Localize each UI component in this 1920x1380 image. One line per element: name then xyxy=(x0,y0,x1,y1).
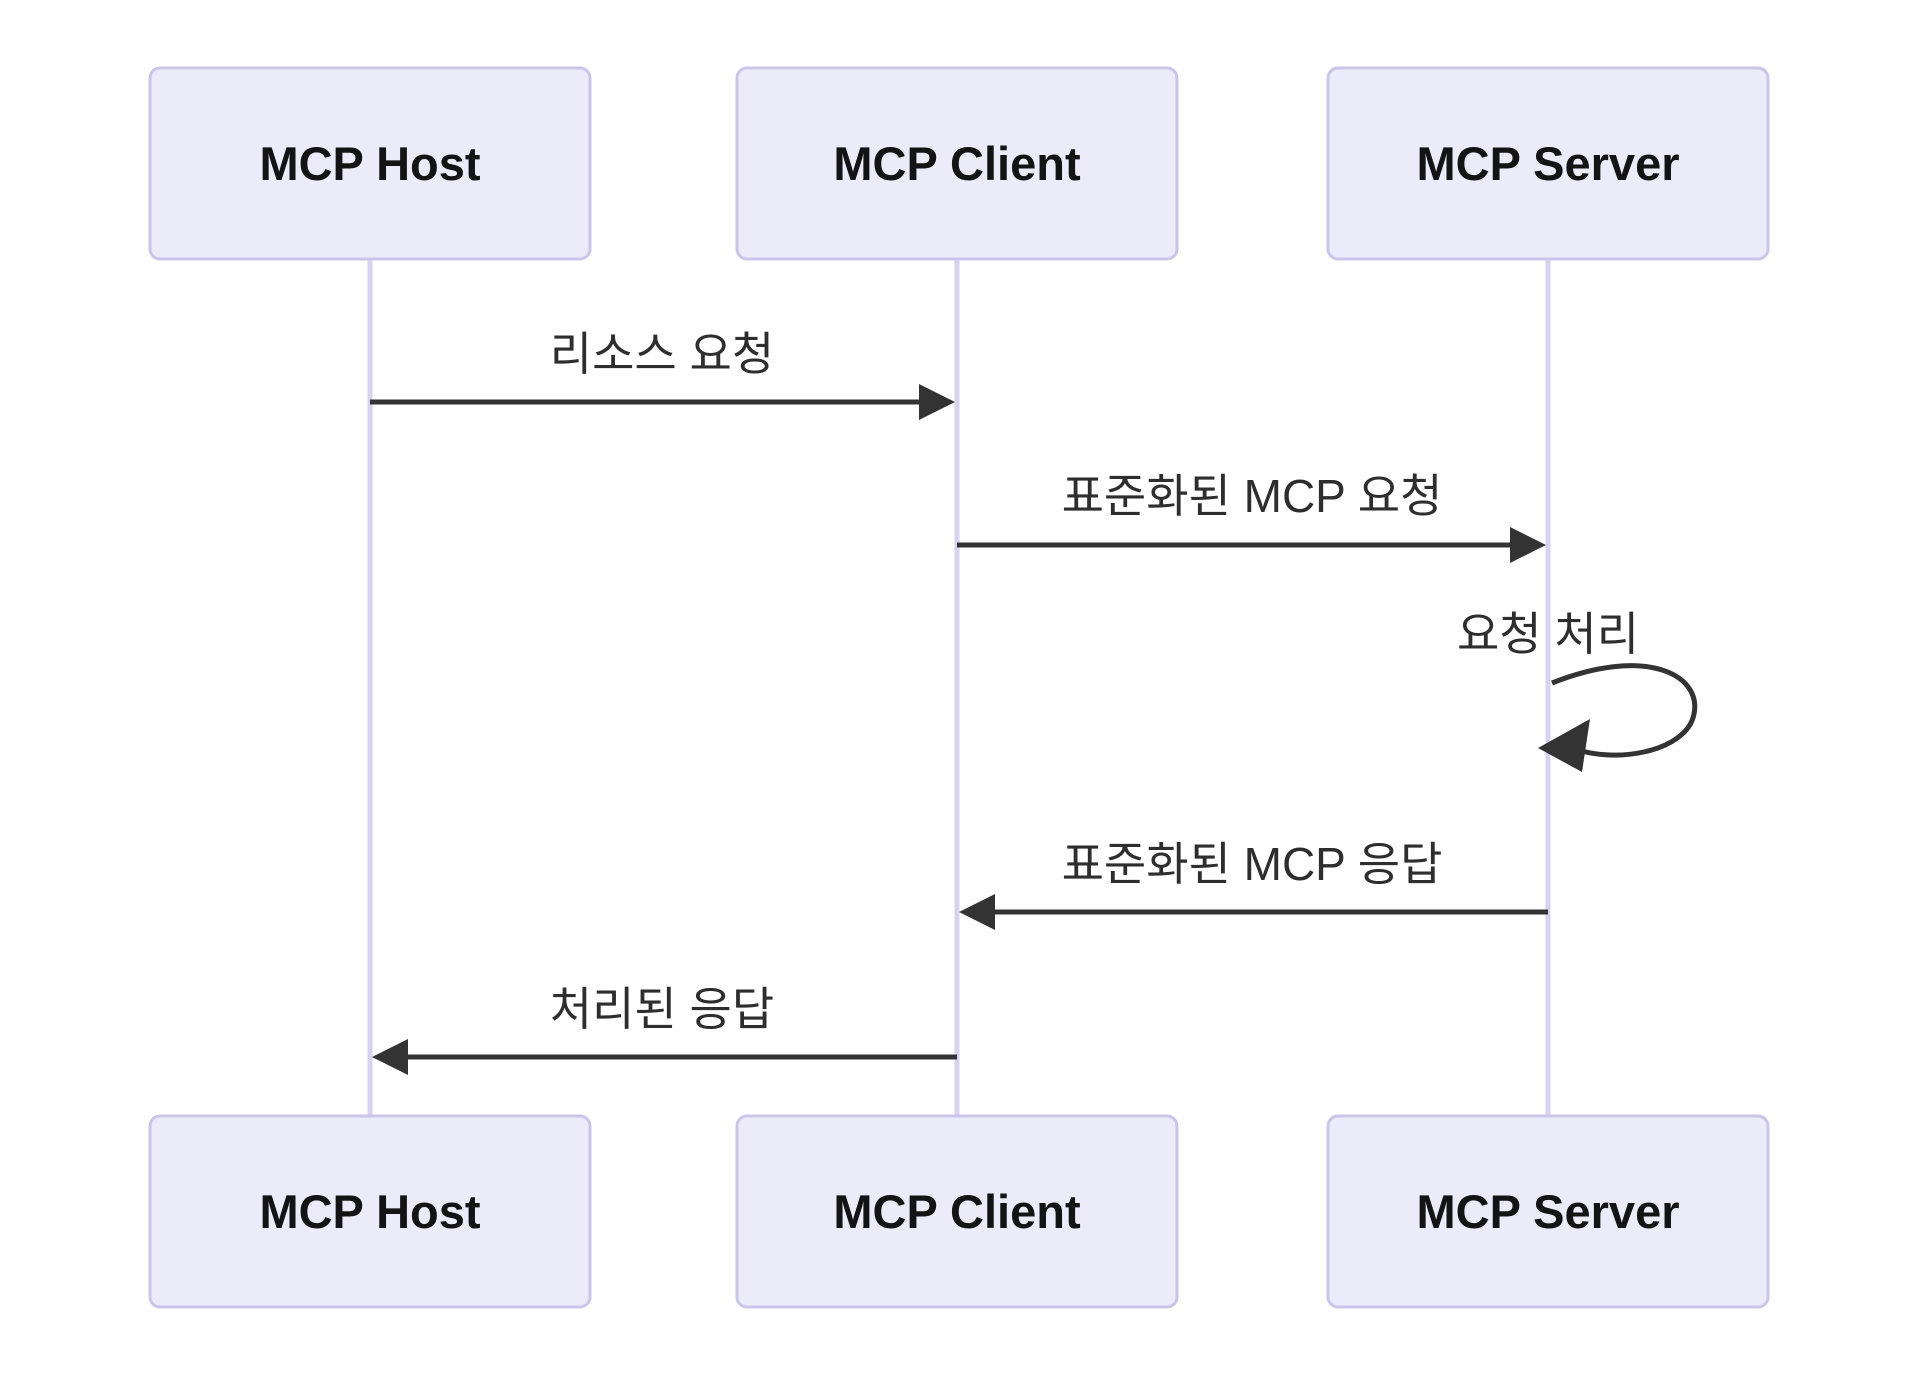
actor-mcp-host-top: MCP Host xyxy=(148,66,592,261)
actor-label: MCP Host xyxy=(259,137,480,190)
actor-mcp-host-bottom: MCP Host xyxy=(148,1114,592,1309)
actor-box xyxy=(1326,1114,1770,1309)
message-resource-request: 리소스 요청 xyxy=(370,328,955,420)
arrowhead-left-icon xyxy=(959,894,995,930)
message-label: 요청 처리 xyxy=(1457,608,1639,660)
actor-box xyxy=(735,1114,1179,1309)
message-standardized-mcp-request: 표준화된 MCP 요청 xyxy=(957,470,1546,563)
actor-mcp-client-bottom: MCP Client xyxy=(735,1114,1179,1309)
arrowhead-left-icon xyxy=(372,1039,408,1075)
message-standardized-mcp-response: 표준화된 MCP 응답 xyxy=(959,838,1548,930)
message-label: 표준화된 MCP 요청 xyxy=(1062,470,1443,522)
message-processed-response: 처리된 응답 xyxy=(372,983,957,1075)
lifelines xyxy=(367,259,1551,1116)
actor-label: MCP Client xyxy=(833,137,1081,190)
message-process-request-self-loop: 요청 처리 xyxy=(1457,608,1698,772)
arrowhead-right-icon xyxy=(1510,527,1546,563)
actor-mcp-server-bottom: MCP Server xyxy=(1326,1114,1770,1309)
actors-bottom-row: MCP Host MCP Client MCP Server xyxy=(148,1114,1770,1309)
arrowhead-right-icon xyxy=(919,384,955,420)
arrowhead-left-icon xyxy=(1538,719,1590,772)
actor-mcp-server-top: MCP Server xyxy=(1326,66,1770,261)
actor-label: MCP Client xyxy=(833,1185,1081,1238)
self-loop-curve xyxy=(1551,663,1698,758)
message-label: 처리된 응답 xyxy=(550,983,774,1035)
actor-mcp-client-top: MCP Client xyxy=(735,66,1179,261)
actors-top-row: MCP Host MCP Client MCP Server xyxy=(148,66,1770,261)
actor-box xyxy=(1326,66,1770,261)
actor-label: MCP Server xyxy=(1417,137,1680,190)
message-label: 표준화된 MCP 응답 xyxy=(1062,838,1443,890)
actor-box xyxy=(148,1114,592,1309)
actor-box xyxy=(148,66,592,261)
actor-label: MCP Host xyxy=(259,1185,480,1238)
actor-box xyxy=(735,66,1179,261)
message-label: 리소스 요청 xyxy=(550,328,774,380)
actor-label: MCP Server xyxy=(1417,1185,1680,1238)
